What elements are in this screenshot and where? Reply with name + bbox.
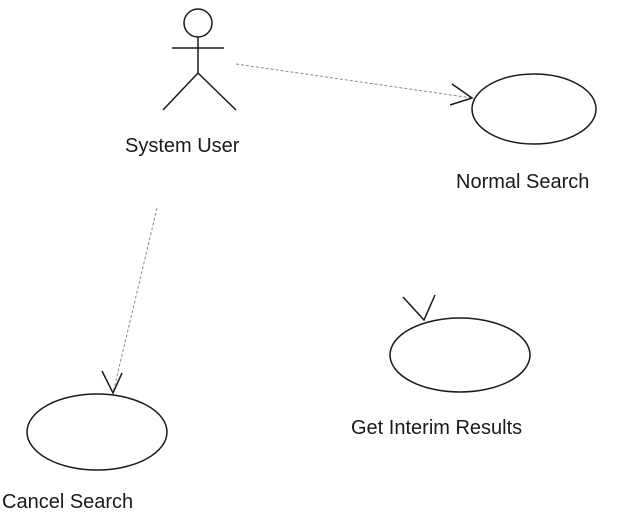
association-normal-search[interactable] xyxy=(235,63,474,106)
association-line xyxy=(112,207,158,394)
use-case-label-cancel-search: Cancel Search xyxy=(2,491,134,513)
association-line xyxy=(235,63,473,99)
actor-left-leg xyxy=(162,72,199,111)
arrowhead-icon xyxy=(101,370,123,395)
arrowhead-icon xyxy=(449,83,474,106)
actor-head xyxy=(183,8,213,38)
arrowhead-icon xyxy=(402,294,436,322)
actor-label: System User xyxy=(125,135,240,157)
use-case-label-get-interim-results: Get Interim Results xyxy=(351,417,523,439)
actor-system-user[interactable] xyxy=(162,8,237,111)
association-cancel-search[interactable] xyxy=(101,207,158,395)
use-case-cancel-search[interactable] xyxy=(26,393,168,471)
use-case-label-normal-search: Normal Search xyxy=(456,171,590,193)
actor-right-leg xyxy=(197,72,237,111)
use-case-get-interim-results[interactable] xyxy=(389,317,531,393)
use-case-normal-search[interactable] xyxy=(471,73,597,145)
